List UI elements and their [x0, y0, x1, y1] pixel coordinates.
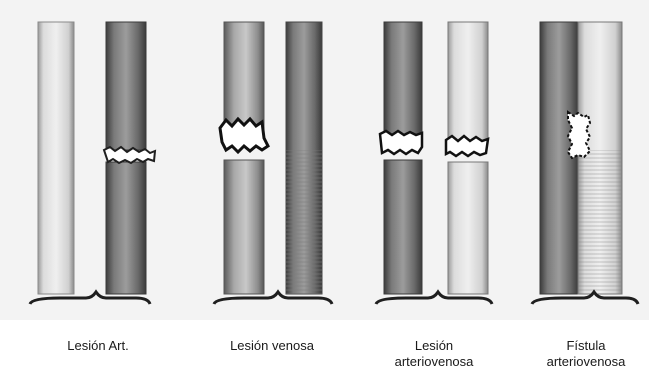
vein-vessel-lower — [448, 162, 488, 294]
caption-venous-lesion: Lesión venosa — [202, 338, 342, 354]
artery-vessel-lower — [384, 160, 422, 294]
artery-vessel-upper — [384, 22, 422, 134]
caption-line: arteriovenosa — [524, 354, 648, 370]
caption-line: Lesión — [364, 338, 504, 354]
caption-line: arteriovenosa — [364, 354, 504, 370]
vein-vessel-lower — [224, 160, 264, 294]
panel-arteriovenous-fistula — [532, 22, 638, 304]
fistula-junction — [568, 112, 590, 158]
caption-line: Lesión Art. — [28, 338, 168, 354]
artery-vessel-upper — [106, 22, 146, 150]
caption-line: Lesión venosa — [202, 338, 342, 354]
vein-wound — [220, 119, 268, 152]
artery-rings — [286, 150, 322, 294]
vein-vessel — [38, 22, 74, 294]
vein-vessel-upper — [448, 22, 488, 140]
vessel-rings — [578, 150, 622, 294]
artery-wound — [380, 131, 422, 154]
caption-line: Fístula — [524, 338, 648, 354]
caption-arteriovenous-fistula: Fístula arteriovenosa — [524, 338, 648, 370]
caption-arterial-lesion: Lesión Art. — [28, 338, 168, 354]
caption-arteriovenous-lesion: Lesión arteriovenosa — [364, 338, 504, 370]
vein-vessel-upper — [224, 22, 264, 132]
artery-vessel-lower — [106, 162, 146, 294]
